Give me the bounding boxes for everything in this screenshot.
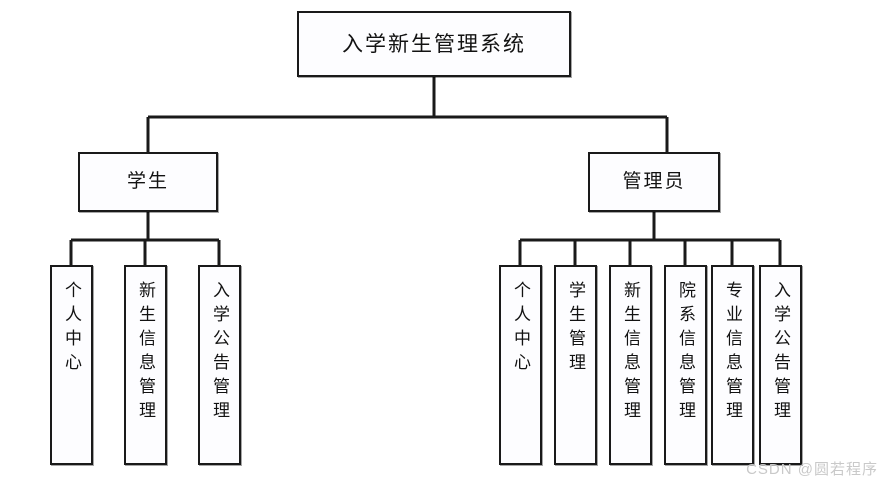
node-label: 新生信息管理 bbox=[136, 281, 155, 425]
node-label: 个人中心 bbox=[511, 281, 530, 377]
node-label: 学生管理 bbox=[566, 281, 585, 377]
node-leaf-admin-personal-center[interactable]: 个人中心 bbox=[499, 265, 542, 465]
node-label: 新生信息管理 bbox=[621, 281, 640, 425]
node-label: 专业信息管理 bbox=[723, 281, 742, 425]
watermark: CSDN @圆若程序 bbox=[746, 461, 878, 478]
node-leaf-student-personal-center[interactable]: 个人中心 bbox=[50, 265, 93, 465]
node-branch-admin[interactable]: 管理员 bbox=[588, 152, 720, 212]
node-leaf-admin-student-mgmt[interactable]: 学生管理 bbox=[554, 265, 597, 465]
node-label: 入学公告管理 bbox=[210, 281, 229, 425]
node-label: 个人中心 bbox=[62, 281, 81, 377]
node-label: 入学新生管理系统 bbox=[342, 31, 526, 56]
node-leaf-student-announcement[interactable]: 入学公告管理 bbox=[198, 265, 241, 465]
node-branch-student[interactable]: 学生 bbox=[78, 152, 218, 212]
node-leaf-admin-major-info[interactable]: 专业信息管理 bbox=[711, 265, 754, 465]
node-label: 管理员 bbox=[622, 170, 686, 192]
node-leaf-admin-announcement[interactable]: 入学公告管理 bbox=[759, 265, 802, 465]
node-leaf-student-freshman-info[interactable]: 新生信息管理 bbox=[124, 265, 167, 465]
node-label: 学生 bbox=[126, 170, 169, 192]
node-leaf-admin-department-info[interactable]: 院系信息管理 bbox=[664, 265, 707, 465]
node-label: 院系信息管理 bbox=[676, 281, 695, 425]
node-root-system[interactable]: 入学新生管理系统 bbox=[297, 11, 571, 77]
node-label: 入学公告管理 bbox=[771, 281, 790, 425]
node-leaf-admin-freshman-info[interactable]: 新生信息管理 bbox=[609, 265, 652, 465]
